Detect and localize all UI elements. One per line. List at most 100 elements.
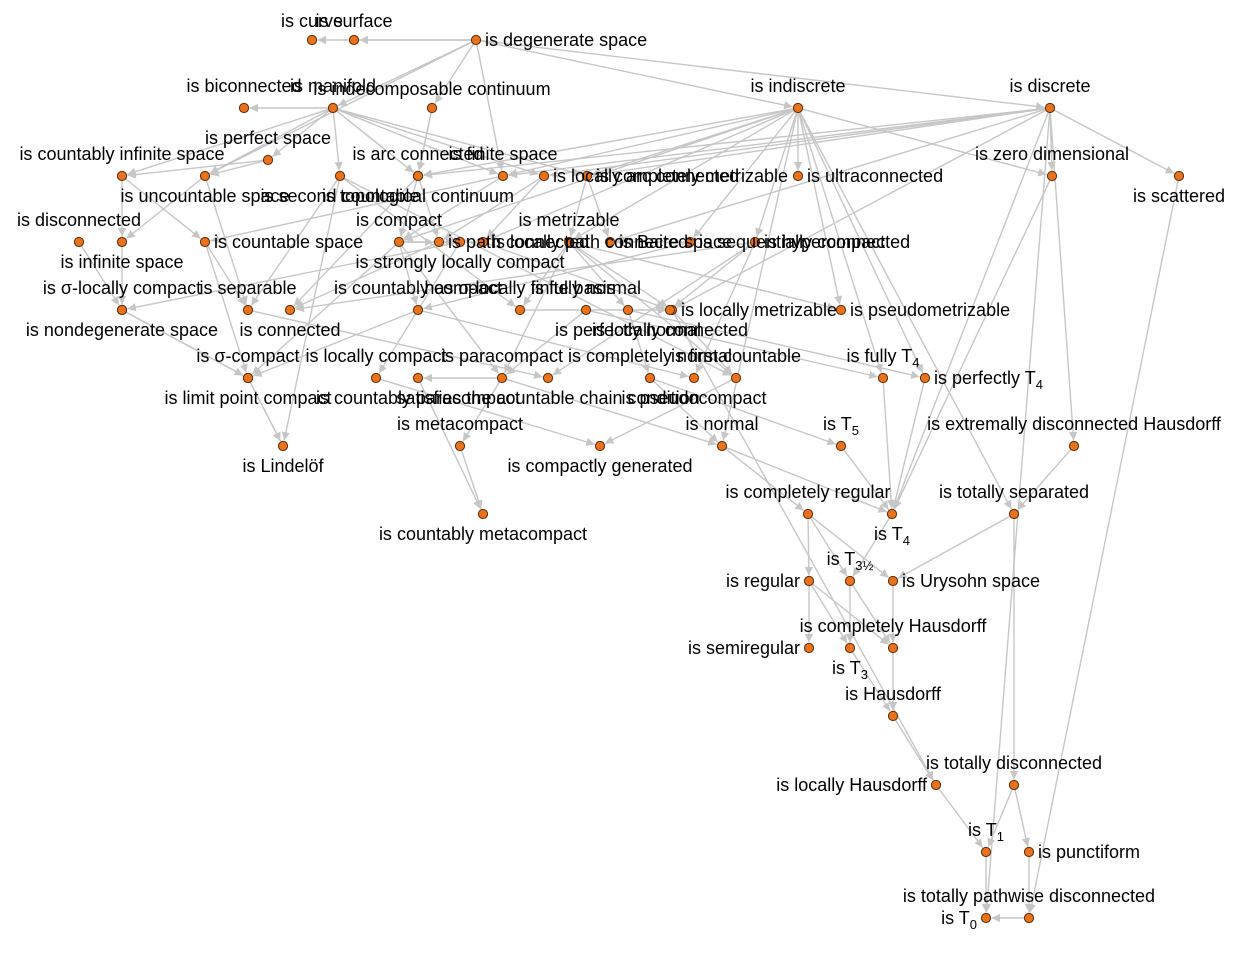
node-biconnected[interactable] (238, 102, 250, 114)
node-T3half[interactable] (844, 575, 856, 587)
node-completely_normal[interactable] (644, 372, 656, 384)
node-perfectly_normal[interactable] (622, 304, 634, 316)
node-indiscrete[interactable] (792, 102, 804, 114)
edge-fully_normal-to-fully_T4 (590, 310, 878, 379)
node-infinite[interactable] (116, 236, 128, 248)
edge-metrizable-to-perfectly_normal (571, 245, 625, 307)
node-manifold[interactable] (327, 102, 339, 114)
node-T0[interactable] (980, 912, 992, 924)
node-T4[interactable] (886, 508, 898, 520)
node-path_connected[interactable] (433, 236, 445, 248)
label-locally_hausdorff: is locally Hausdorff (776, 775, 928, 795)
node-countably_compact[interactable] (412, 304, 424, 316)
edge-locally_metrizable-to-first_countable (674, 312, 733, 375)
node-completely_metrizable[interactable] (581, 170, 593, 182)
node-pseudometrizable[interactable] (835, 304, 847, 316)
node-degenerate[interactable] (470, 34, 482, 46)
node-discrete[interactable] (1044, 102, 1056, 114)
node-perfectly_T4[interactable] (919, 372, 931, 384)
node-nondegenerate[interactable] (116, 304, 128, 316)
edge-totally_disconnected-to-T1 (987, 788, 1013, 848)
node-surface[interactable] (348, 34, 360, 46)
node-normal[interactable] (716, 440, 728, 452)
node-hyperconnected[interactable] (749, 236, 761, 248)
node-compact[interactable] (393, 236, 405, 248)
node-completely_regular[interactable] (802, 508, 814, 520)
node-finite[interactable] (497, 170, 509, 182)
node-compactly_generated[interactable] (594, 440, 606, 452)
label-locally_connected: is locally connected (592, 320, 748, 340)
edge-countably_paracompact-to-countably_metacompact (419, 381, 482, 510)
node-countably_paracompact[interactable] (412, 372, 424, 384)
node-curve[interactable] (306, 34, 318, 46)
node-ccc[interactable] (542, 372, 554, 384)
node-regular[interactable] (803, 575, 815, 587)
edge-strongly_locally_compact-to-sigma_locally_compact (127, 242, 456, 312)
label-uncountable: is uncountable space (120, 186, 289, 206)
node-connected[interactable] (284, 304, 296, 316)
node-uncountable[interactable] (199, 170, 211, 182)
node-fully_normal[interactable] (580, 304, 592, 316)
node-T3[interactable] (844, 642, 856, 654)
node-separable[interactable] (242, 304, 254, 316)
label-metrizable: is metrizable (518, 210, 619, 230)
node-totally_disconnected[interactable] (1008, 779, 1020, 791)
edge-metacompact-to-countably_metacompact (460, 450, 483, 509)
node-extremally_disconnected[interactable] (1068, 440, 1080, 452)
node-semiregular[interactable] (803, 642, 815, 654)
node-countably_infinite[interactable] (116, 170, 128, 182)
node-ultraconnected[interactable] (792, 170, 804, 182)
node-countable_space[interactable] (199, 236, 211, 248)
node-first_countable[interactable] (730, 372, 742, 384)
label-punctiform: is punctiform (1038, 842, 1140, 862)
node-topological_continuum[interactable] (412, 170, 424, 182)
node-completely_hausdorff[interactable] (887, 642, 899, 654)
node-sigma_locally_finite_basis[interactable] (514, 304, 526, 316)
edge-totally_separated-to-urysohn (897, 515, 1011, 579)
node-scattered[interactable] (1173, 170, 1185, 182)
edge-compact-to-countably_compact (399, 246, 419, 305)
node-second_countable[interactable] (334, 170, 346, 182)
node-perfect[interactable] (262, 154, 274, 166)
node-metacompact[interactable] (454, 440, 466, 452)
label-semiregular: is semiregular (688, 638, 800, 658)
node-zero_dim[interactable] (1046, 170, 1058, 182)
edge-sigma_locally_compact-to-sigma_compact (125, 311, 244, 376)
edge-discrete-to-T4 (893, 112, 1049, 510)
node-urysohn[interactable] (887, 575, 899, 587)
edge-indiscrete-to-totally_separated (799, 111, 1012, 510)
node-limit_point_compact[interactable] (242, 372, 254, 384)
node-locally_connected[interactable] (664, 304, 676, 316)
node-lindelof[interactable] (277, 440, 289, 452)
edge-locally_arc-to-locally_path (486, 178, 542, 239)
node-locally_path[interactable] (477, 236, 489, 248)
node-pseudocompact[interactable] (688, 372, 700, 384)
node-strongly_locally_compact[interactable] (454, 236, 466, 248)
node-totally_pathwise_disconnected[interactable] (1023, 912, 1035, 924)
edge-hausdorff-to-locally_hausdorff (894, 719, 934, 781)
node-locally_hausdorff[interactable] (930, 779, 942, 791)
node-punctiform[interactable] (1023, 846, 1035, 858)
node-baire[interactable] (604, 236, 616, 248)
node-paracompact[interactable] (496, 372, 508, 384)
edge-manifold-to-uncountable (209, 109, 330, 174)
node-locally_arc[interactable] (538, 170, 550, 182)
node-fully_T4[interactable] (877, 372, 889, 384)
node-countably_metacompact[interactable] (477, 508, 489, 520)
label-countable_space: is countable space (214, 232, 363, 252)
node-metrizable[interactable] (563, 236, 575, 248)
edge-locally_metrizable-to-locally_hausdorff (673, 313, 934, 781)
node-sequentially_compact[interactable] (684, 236, 696, 248)
label-infinite: is infinite space (60, 252, 183, 272)
label-perfect: is perfect space (205, 128, 331, 148)
node-totally_separated[interactable] (1008, 508, 1020, 520)
node-indecomposable[interactable] (426, 102, 438, 114)
node-T5[interactable] (835, 440, 847, 452)
label-lindelof: is Lindelöf (242, 456, 324, 476)
node-locally_compact[interactable] (370, 372, 382, 384)
edge-degenerate-to-indiscrete (480, 40, 793, 110)
node-disconnected[interactable] (73, 236, 85, 248)
node-hausdorff[interactable] (887, 710, 899, 722)
node-T1[interactable] (980, 846, 992, 858)
